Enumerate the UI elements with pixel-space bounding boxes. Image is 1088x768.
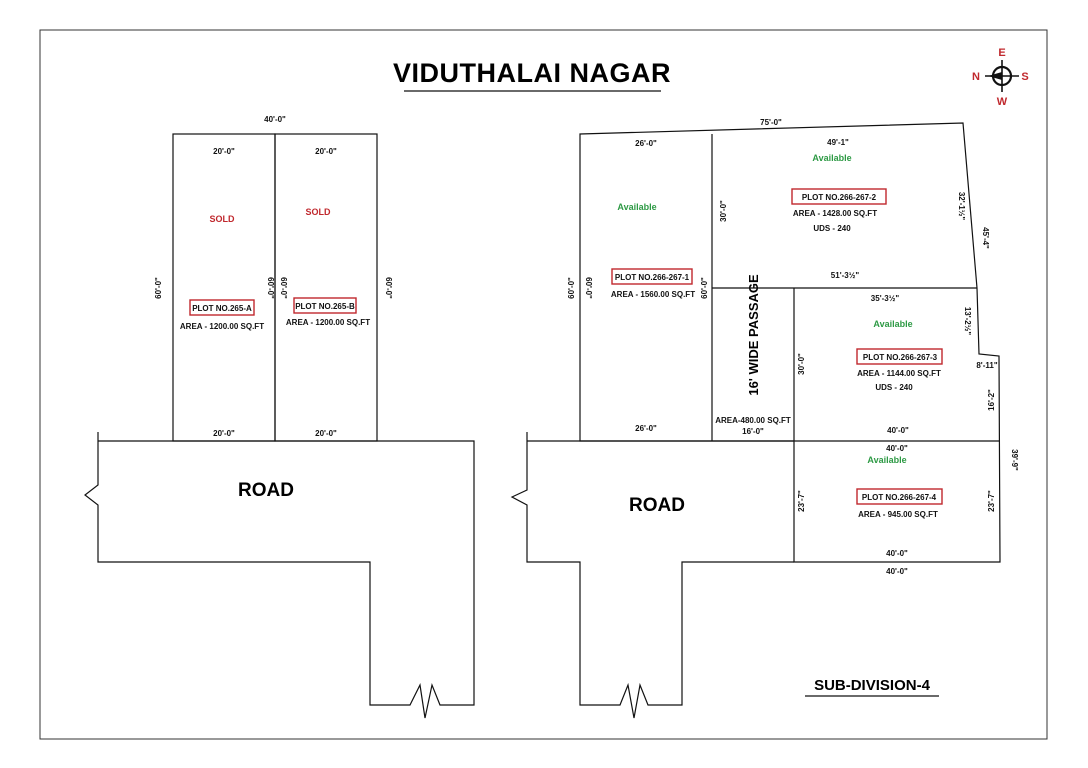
plot2-outer-side: 45'-4" bbox=[981, 227, 990, 249]
plot3-top: 35'-3½" bbox=[871, 294, 900, 303]
plot-265-b-number-box bbox=[293, 297, 357, 314]
plot-265-b-bottom: 20'-0" bbox=[315, 429, 337, 438]
plot2-top: 49'-1" bbox=[827, 138, 849, 147]
plot4-bottom-outer: 40'-0" bbox=[886, 567, 908, 576]
plot4-left: 23'-7" bbox=[797, 490, 806, 512]
plot3-right-upper: 13'-2½" bbox=[963, 307, 972, 336]
plot2-left: 30'-0" bbox=[719, 200, 728, 222]
plot-265-b-outline bbox=[274, 133, 378, 442]
subdivision-label: SUB-DIVISION-4 bbox=[814, 677, 931, 694]
plot3-area: AREA - 1144.00 SQ.FT bbox=[857, 369, 941, 378]
right-layout: 75'-0" 26'-0" Available PLOT NO.266-267-… bbox=[510, 118, 1019, 719]
plot-265-a-number-box bbox=[189, 299, 255, 316]
plot1-top: 26'-0" bbox=[635, 139, 657, 148]
plot2-right: 32'-1½" bbox=[957, 192, 966, 221]
right-road-label: ROAD bbox=[629, 495, 685, 516]
compass-west: W bbox=[997, 96, 1008, 108]
plot3-jog: 8'-11" bbox=[976, 361, 997, 370]
left-road-label: ROAD bbox=[238, 480, 294, 501]
plot2-area: AREA - 1428.00 SQ.FT bbox=[793, 209, 877, 218]
left-outer-depth-right: 60'-0" bbox=[384, 277, 393, 299]
plot4-right: 23'-7" bbox=[987, 490, 996, 512]
plot3-uds: UDS - 240 bbox=[875, 383, 913, 392]
right-top-width: 75'-0" bbox=[760, 118, 782, 127]
compass-north: N bbox=[972, 71, 980, 83]
plot-265-a-area: AREA - 1200.00 SQ.FT bbox=[180, 322, 264, 331]
passage-width: 16'-0" bbox=[742, 427, 764, 436]
plot2-uds: UDS - 240 bbox=[813, 224, 851, 233]
plot4-top: 40'-0" bbox=[886, 444, 908, 453]
plot-265-a-number: PLOT NO.265-A bbox=[192, 304, 252, 313]
plot-265-a-side: 60'-0" bbox=[266, 277, 275, 299]
plot-265-b-top: 20'-0" bbox=[315, 147, 337, 156]
plot4-status: Available bbox=[867, 455, 906, 465]
compass-icon bbox=[985, 60, 1019, 92]
plot4-bottom: 40'-0" bbox=[886, 549, 908, 558]
passage-label: 16' WIDE PASSAGE bbox=[746, 274, 761, 396]
plot-265-b-side: 60'-0" bbox=[279, 277, 288, 299]
sheet-border bbox=[39, 29, 1048, 740]
left-outer-depth: 60'-0" bbox=[154, 277, 163, 299]
plot-265-a-top: 20'-0" bbox=[213, 147, 235, 156]
plot1-left: 60'-0" bbox=[567, 277, 576, 299]
plot1-bottom: 26'-0" bbox=[635, 424, 657, 433]
plot3-number: PLOT NO.266-267-3 bbox=[863, 353, 938, 362]
plot4-number: PLOT NO.266-267-4 bbox=[862, 493, 937, 502]
plot1-left-inner: 60'-0" bbox=[584, 277, 593, 299]
plot3-right-lower: 16'-2" bbox=[987, 389, 996, 411]
compass-east: E bbox=[998, 47, 1005, 59]
plot3-left: 30'-0" bbox=[797, 353, 806, 375]
plot3-bottom: 40'-0" bbox=[887, 426, 909, 435]
plot4-outer-side: 39'-9" bbox=[1010, 449, 1019, 471]
left-top-width: 40'-0" bbox=[264, 115, 286, 124]
plot1-area: AREA - 1560.00 SQ.FT bbox=[611, 290, 695, 299]
plot1-right: 60'-0" bbox=[700, 277, 709, 299]
plot2-number: PLOT NO.266-267-2 bbox=[802, 193, 877, 202]
plot-265-b-area: AREA - 1200.00 SQ.FT bbox=[286, 318, 370, 327]
plot1-number-box bbox=[611, 268, 693, 285]
plot4-area: AREA - 945.00 SQ.FT bbox=[858, 510, 938, 519]
plot-265-a-outline bbox=[172, 133, 276, 442]
plot-265-b-status: SOLD bbox=[305, 207, 331, 217]
plot3-number-box bbox=[856, 348, 943, 365]
left-road-outline bbox=[84, 432, 475, 719]
passage-area: AREA-480.00 SQ.FT bbox=[715, 416, 791, 425]
plot2-bottom: 51'-3½" bbox=[831, 271, 860, 280]
right-road-outline bbox=[510, 432, 794, 719]
left-layout: 40'-0" 60'-0" 60'-0" 20'-0" SOLD PLOT NO… bbox=[84, 115, 475, 719]
plot2-status: Available bbox=[812, 153, 851, 163]
plot4-number-box bbox=[856, 488, 943, 505]
page-title: VIDUTHALAI NAGAR bbox=[393, 58, 671, 88]
plot1-number: PLOT NO.266-267-1 bbox=[615, 273, 690, 282]
plot3-status: Available bbox=[873, 319, 912, 329]
plot2-number-box bbox=[791, 188, 887, 205]
plot-265-a-bottom: 20'-0" bbox=[213, 429, 235, 438]
compass-south: S bbox=[1021, 71, 1028, 83]
plot1-status: Available bbox=[617, 202, 656, 212]
plot-265-b-number: PLOT NO.265-B bbox=[295, 302, 355, 311]
plot-265-a-status: SOLD bbox=[209, 214, 235, 224]
